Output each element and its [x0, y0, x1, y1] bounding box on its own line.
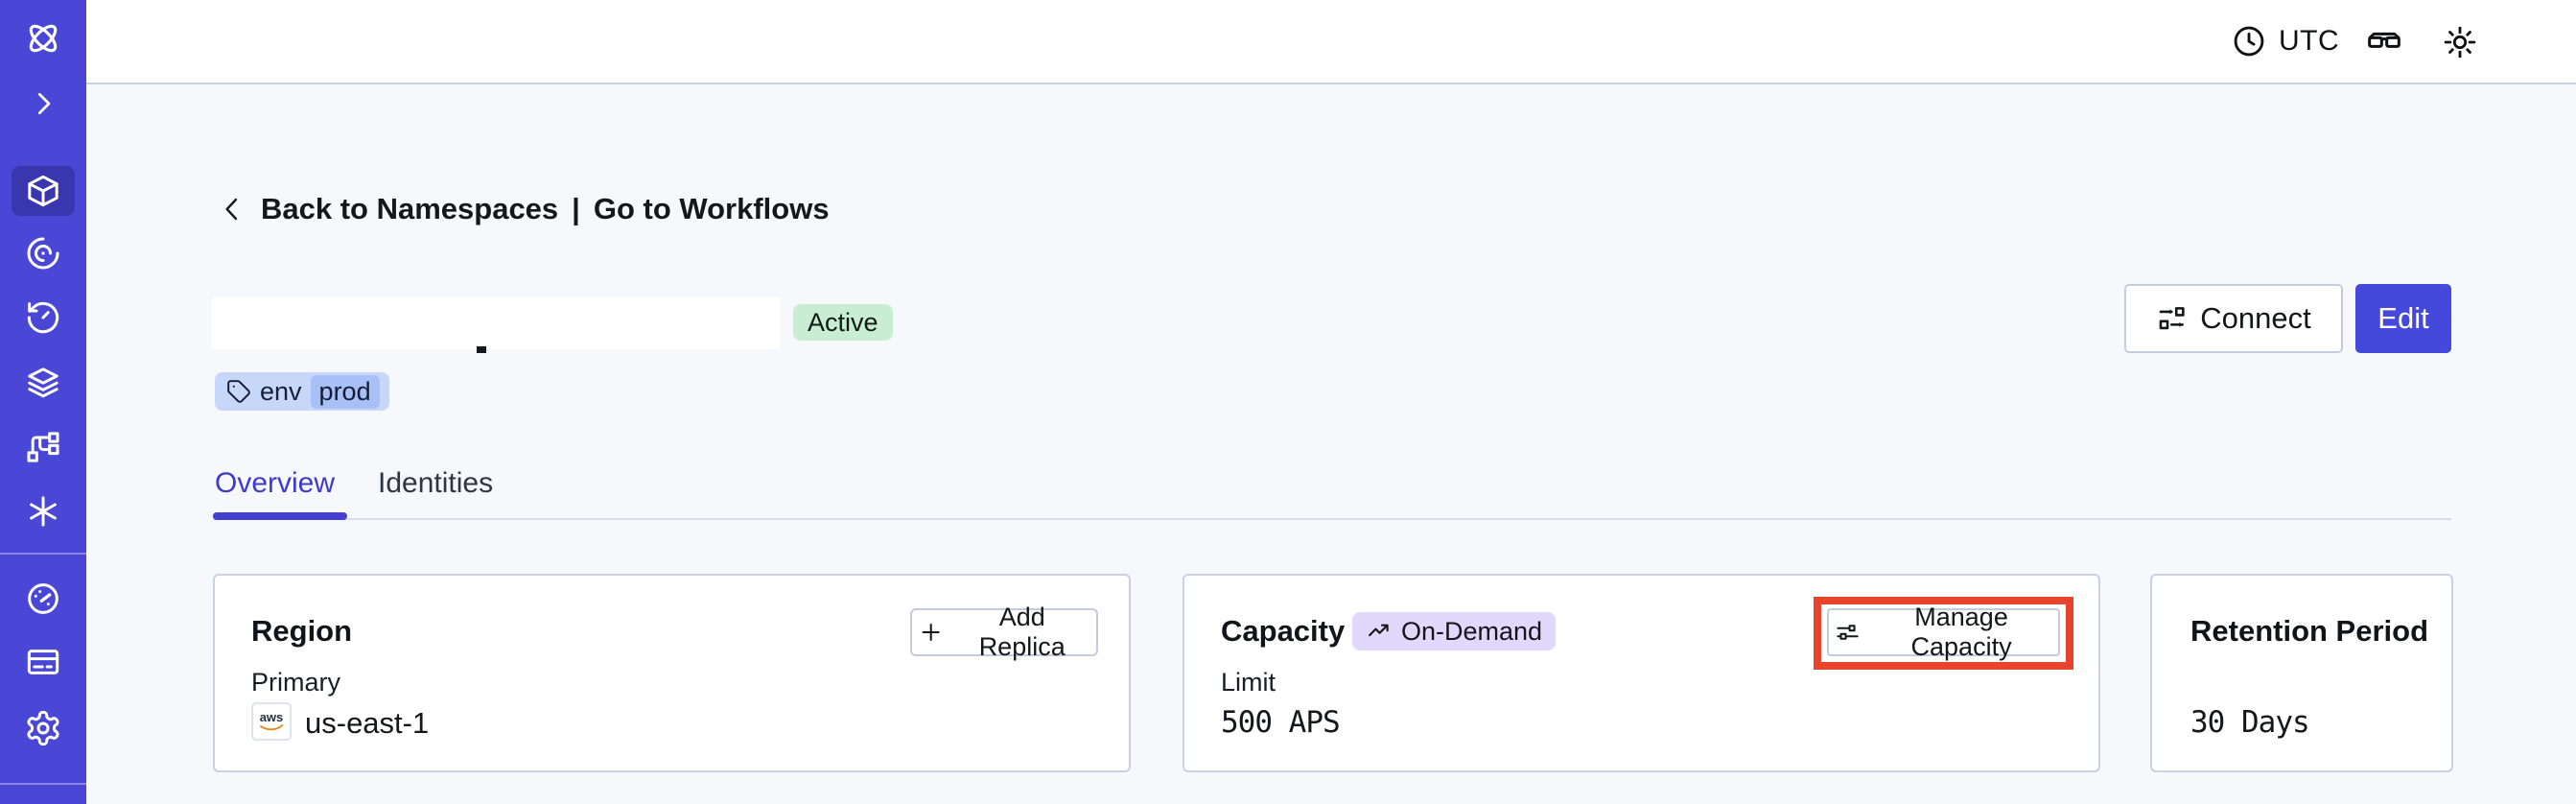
sidebar-expand-toggle[interactable]	[0, 77, 86, 130]
region-card-title: Region	[251, 614, 353, 648]
tabs-rule	[213, 518, 2451, 520]
sidebar-item-nexus[interactable]	[0, 485, 86, 538]
capacity-value: 500 APS	[1221, 705, 1341, 740]
aws-logo-icon: aws	[260, 710, 284, 731]
chevron-right-icon	[37, 92, 51, 115]
nexus-asterisk-icon	[30, 496, 57, 527]
edit-button[interactable]: Edit	[2355, 284, 2451, 353]
temporal-logo[interactable]	[0, 12, 86, 65]
clock-icon	[2234, 26, 2264, 57]
workflows-swirl-icon	[27, 237, 59, 270]
sidebar-item-usage[interactable]	[0, 572, 86, 626]
tag-value: prod	[310, 374, 380, 409]
svg-text:aws: aws	[260, 710, 284, 724]
glasses-icon	[2368, 32, 2400, 48]
timezone-label: UTC	[2279, 25, 2340, 57]
usage-gauge-icon	[28, 583, 59, 614]
sidebar	[0, 0, 86, 804]
namespace-tag[interactable]: env prod	[215, 372, 389, 411]
breadcrumb-separator: |	[572, 192, 580, 225]
capacity-limit-label: Limit	[1221, 668, 1276, 697]
connect-icon	[2159, 307, 2185, 330]
retention-card-title: Retention Period	[2190, 614, 2429, 648]
namespaces-cube-icon	[28, 175, 59, 207]
sidebar-item-workflows[interactable]	[0, 226, 86, 280]
theme-toggle[interactable]	[2442, 24, 2478, 60]
tag-key: env	[260, 376, 302, 406]
sidebar-item-batch-operations[interactable]	[0, 356, 86, 410]
ondemand-badge-label: On-Demand	[1401, 616, 1543, 646]
batch-layers-icon	[28, 367, 59, 398]
status-badge: Active	[793, 304, 893, 341]
active-tab-underline	[213, 512, 347, 520]
sidebar-item-namespaces[interactable]	[0, 164, 86, 218]
target-highlight-box	[1814, 597, 2073, 670]
connect-button-label: Connect	[2200, 301, 2311, 335]
plus-icon	[922, 623, 940, 642]
edit-button-label: Edit	[2377, 301, 2429, 335]
connect-button[interactable]: Connect	[2124, 284, 2343, 353]
labs-toggle[interactable]	[2365, 23, 2403, 61]
add-replica-label: Add Replica	[978, 603, 1066, 661]
manage-capacity-label: Manage Capacity	[1910, 603, 2012, 661]
capacity-card-title: Capacity	[1221, 614, 1346, 648]
sidebar-item-deployments[interactable]	[0, 420, 86, 474]
add-replica-button[interactable]: Add Replica	[910, 603, 1098, 661]
manage-capacity-button[interactable]: Manage Capacity	[1827, 603, 2060, 661]
namespace-title-redacted	[212, 297, 780, 349]
sidebar-item-billing[interactable]	[0, 635, 86, 689]
sidebar-item-settings[interactable]	[0, 701, 86, 755]
tab-overview[interactable]: Overview	[215, 467, 336, 499]
breadcrumb-back-link[interactable]: Back to Namespaces	[261, 192, 559, 225]
region-value: us-east-1	[305, 706, 430, 740]
sidebar-item-support[interactable]	[0, 794, 86, 804]
brightness-icon	[2444, 26, 2476, 59]
temporal-logo-icon	[29, 24, 58, 53]
schedules-clock-icon	[27, 301, 59, 334]
sliders-icon	[1837, 625, 1859, 640]
retention-value: 30 Days	[2190, 705, 2310, 740]
billing-card-icon	[27, 650, 59, 674]
chevron-left-icon[interactable]	[217, 194, 247, 225]
settings-gear-icon	[27, 710, 59, 746]
deployments-branch-icon	[27, 432, 59, 462]
breadcrumb: Back to Namespaces | Go to Workflows	[217, 192, 830, 226]
region-primary-label: Primary	[251, 668, 340, 697]
tag-icon	[227, 380, 250, 403]
timezone-selector[interactable]: UTC	[2231, 23, 2339, 59]
ondemand-badge: On-Demand	[1352, 612, 1557, 650]
sidebar-divider-bottom	[0, 783, 86, 785]
aws-provider-chip: aws	[251, 702, 292, 741]
trending-up-icon	[1369, 624, 1389, 637]
redaction-artifact	[477, 346, 486, 353]
region-card: Region Add Replica Primary aws us-east-1	[213, 574, 1131, 772]
breadcrumb-workflows-link[interactable]: Go to Workflows	[593, 192, 830, 225]
sidebar-divider	[0, 553, 86, 555]
tab-identities[interactable]: Identities	[378, 467, 494, 499]
sidebar-item-schedules[interactable]	[0, 291, 86, 344]
topbar: UTC	[86, 0, 2576, 84]
capacity-card: Capacity On-Demand Manage Capacity Limit…	[1183, 574, 2100, 772]
retention-card: Retention Period 30 Days	[2150, 574, 2453, 772]
